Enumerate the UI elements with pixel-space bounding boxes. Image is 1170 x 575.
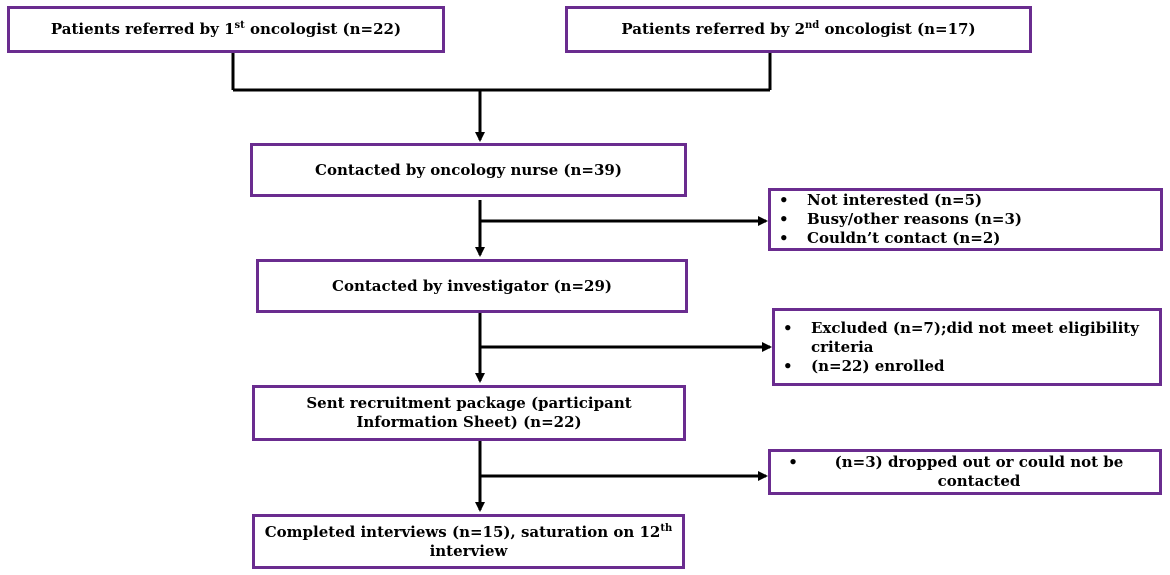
ref1-text: Patients referred by 1st oncologist (n=2… [50, 20, 402, 38]
nurse-text: Contacted by oncology nurse (n=39) [315, 160, 622, 179]
box-referred-first-oncologist: Patients referred by 1st oncologist (n=2… [7, 6, 445, 53]
completed-text: Completed interviews (n=15), saturation … [264, 522, 673, 560]
bullet-icon: • [783, 356, 793, 375]
box-referred-second-oncologist: Patients referred by 2nd oncologist (n=1… [565, 6, 1032, 53]
box-recruitment-package: Sent recruitment package (participant In… [252, 385, 686, 441]
package-text: Sent recruitment package (participant In… [306, 394, 632, 431]
box-nurse-exclusions: •Not interested (n=5) •Busy/other reason… [768, 188, 1163, 251]
ref2-superscript: nd [805, 20, 820, 31]
box-investigator-exclusions: •Excluded (n=7);did not meet eligibility… [772, 308, 1162, 386]
ref1-superscript: st [234, 20, 245, 31]
nurse-excl-item-2: •Busy/other reasons (n=3) [779, 210, 1023, 228]
box-contacted-by-investigator: Contacted by investigator (n=29) [256, 259, 688, 313]
nurse-excl-item-1: •Not interested (n=5) [779, 191, 983, 209]
bullet-icon: • [788, 453, 798, 471]
box-package-exclusions: •(n=3) dropped out or could not be conta… [768, 449, 1162, 495]
pkg-excl-item-1: •(n=3) dropped out or could not be conta… [779, 453, 1151, 491]
nurse-excl-item-3: •Couldn’t contact (n=2) [779, 229, 1001, 247]
bullet-icon: • [779, 191, 789, 209]
box-contacted-by-nurse: Contacted by oncology nurse (n=39) [250, 143, 687, 197]
ref2-text: Patients referred by 2nd oncologist (n=1… [621, 20, 976, 38]
inv-excl-item-1: •Excluded (n=7);did not meet eligibility… [783, 318, 1139, 356]
box-completed-interviews: Completed interviews (n=15), saturation … [252, 514, 685, 569]
bullet-icon: • [783, 318, 793, 337]
inv-excl-item-2: •(n=22) enrolled [783, 356, 945, 375]
bullet-icon: • [779, 210, 789, 228]
bullet-icon: • [779, 229, 789, 247]
investigator-text: Contacted by investigator (n=29) [332, 276, 612, 295]
completed-superscript: th [660, 522, 673, 534]
